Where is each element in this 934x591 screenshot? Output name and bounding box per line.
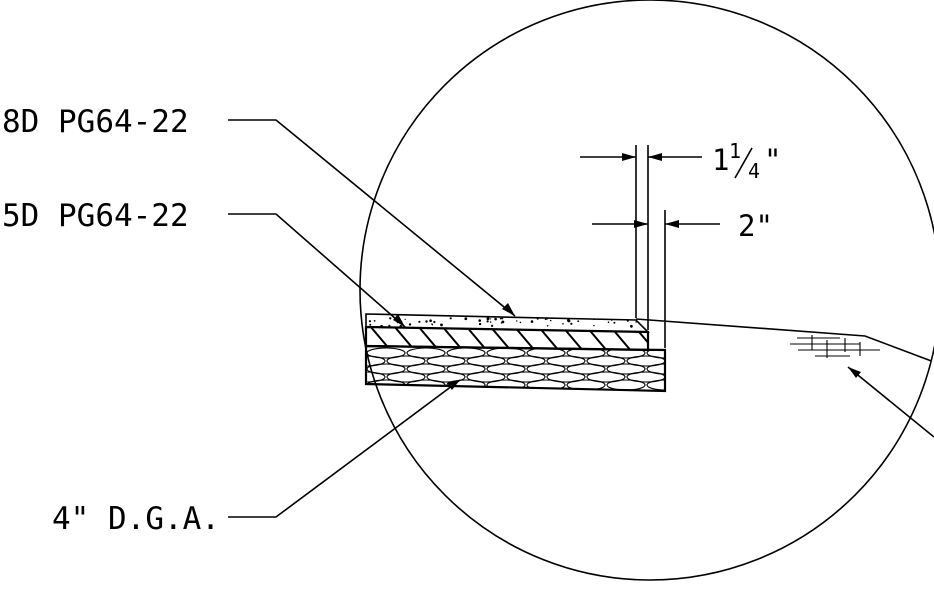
leader-surface	[228, 119, 516, 317]
dim-top-numerator: 1	[729, 139, 741, 163]
ground-surface	[635, 318, 934, 363]
label-surface-course: 8D PG64-22	[2, 104, 189, 140]
leader-base	[228, 213, 406, 328]
dim-top-whole: 1	[712, 143, 729, 177]
dimension-top: 1 1 4 "	[580, 139, 781, 330]
dim-bottom-label: 2"	[738, 209, 773, 243]
label-aggregate: 4" D.G.A.	[52, 501, 220, 537]
aggregate-layer	[364, 344, 667, 393]
dim-top-unit: "	[764, 143, 781, 177]
earth-hatch	[790, 335, 880, 358]
leader-aggregate	[228, 379, 461, 518]
dimension-bottom: 2"	[592, 209, 773, 348]
leader-earth	[847, 366, 934, 438]
dim-top-denominator: 4	[748, 159, 760, 183]
detail-circle	[359, 0, 934, 581]
label-base-course: 5D PG64-22	[2, 198, 189, 234]
